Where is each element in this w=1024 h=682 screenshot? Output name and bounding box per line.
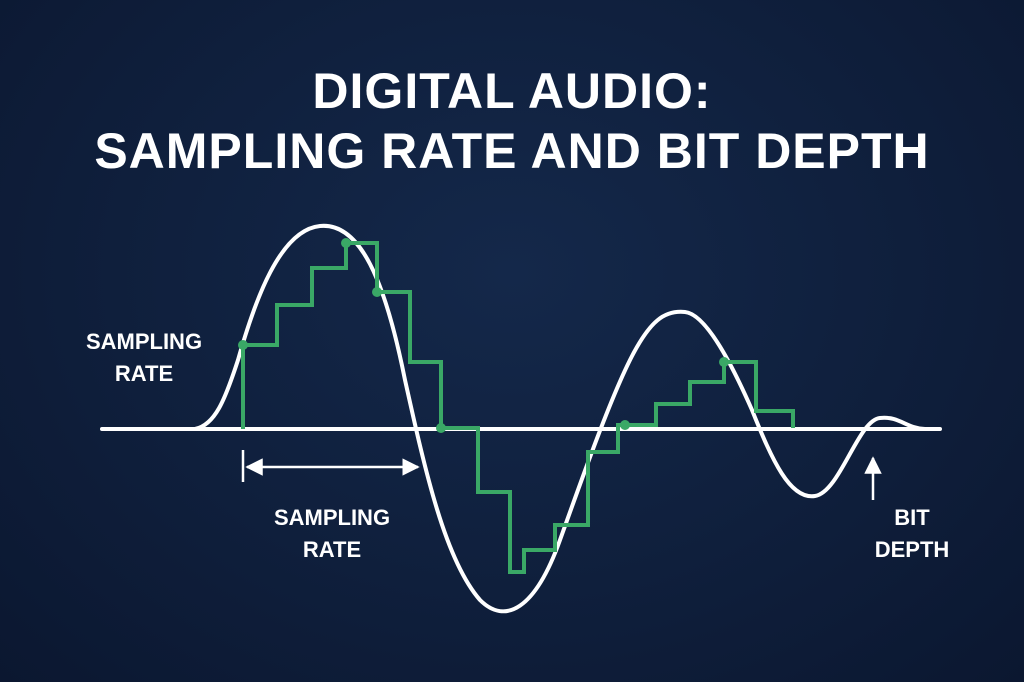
sample-point <box>372 287 382 297</box>
sample-point <box>436 423 446 433</box>
sampling-rate-label-bottom: SAMPLING RATE <box>273 505 391 562</box>
analog-waveform <box>193 223 927 614</box>
sample-point <box>620 420 630 430</box>
sample-point <box>719 357 729 367</box>
bit-depth-label: BIT DEPTH <box>874 505 950 562</box>
sample-point <box>341 238 351 248</box>
diagram-title-line-2: SAMPLING RATE AND BIT DEPTH <box>94 123 930 179</box>
digital-step-signal <box>241 241 795 574</box>
diagram-title-line-1: DIGITAL AUDIO: <box>312 63 712 119</box>
sample-point <box>238 340 248 350</box>
sampling-rate-label-left: SAMPLING RATE <box>85 329 203 386</box>
